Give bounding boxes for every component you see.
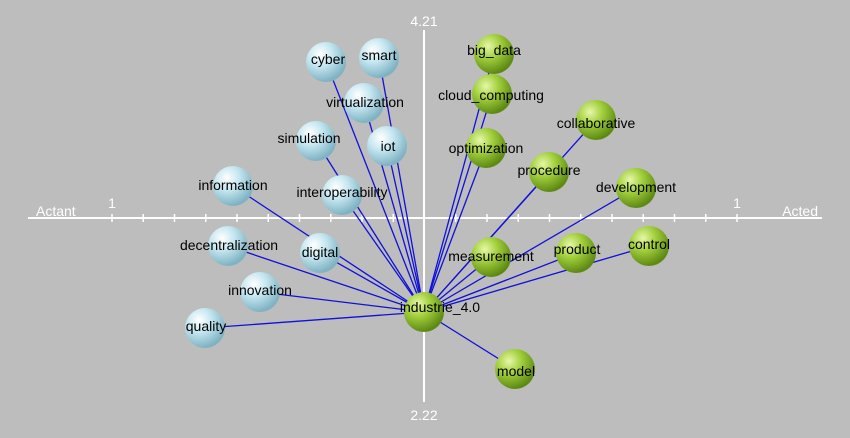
node-sphere <box>404 292 444 332</box>
node-label: optimization <box>449 140 524 156</box>
node-simulation[interactable]: simulation <box>277 121 341 161</box>
node-sphere <box>306 42 346 82</box>
node-sphere <box>629 226 669 266</box>
node-label: information <box>198 177 267 193</box>
link-optimization <box>423 147 487 313</box>
node-information[interactable]: information <box>198 166 268 206</box>
node-sphere <box>213 166 253 206</box>
axis-top-value: 4.21 <box>410 13 437 29</box>
node-label: iot <box>381 138 396 154</box>
node-sphere <box>300 233 340 273</box>
node-label: development <box>596 179 676 195</box>
node-sphere <box>471 237 511 277</box>
node-sphere <box>472 74 512 114</box>
node-cloud-computing[interactable]: cloud_computing <box>438 74 544 114</box>
node-label: cyber <box>311 51 346 67</box>
node-sphere <box>466 128 506 168</box>
node-sphere <box>495 349 535 389</box>
node-sphere <box>556 233 596 273</box>
link-control <box>423 245 650 313</box>
link-iot <box>386 145 425 313</box>
link-simulation <box>315 140 425 313</box>
node-label: cloud_computing <box>438 87 544 103</box>
node-label: industrie_4.0 <box>400 299 480 315</box>
node-label: quality <box>186 318 226 334</box>
axis-left-label: Actant <box>36 203 76 219</box>
node-label: model <box>497 363 535 379</box>
node-optimization[interactable]: optimization <box>449 128 524 168</box>
node-innovation[interactable]: innovation <box>228 272 292 312</box>
node-label: interoperability <box>296 184 387 200</box>
node-sphere <box>359 38 399 78</box>
node-big-data[interactable]: big_data <box>467 34 521 74</box>
node-label: product <box>554 241 601 257</box>
node-digital[interactable]: digital <box>300 233 340 273</box>
node-label: smart <box>362 47 397 63</box>
axis-right-tick-label: 1 <box>733 195 741 211</box>
axis-right-label: Acted <box>782 203 818 219</box>
node-decentralization[interactable]: decentralization <box>180 226 278 266</box>
link-smart <box>378 57 425 313</box>
link-decentralization <box>227 245 425 313</box>
axis-bottom-value: 2.22 <box>410 407 437 423</box>
node-model[interactable]: model <box>495 349 535 389</box>
node-iot[interactable]: iot <box>367 126 407 166</box>
link-development <box>423 187 637 313</box>
node-quality[interactable]: quality <box>185 308 226 348</box>
node-sphere <box>344 83 384 123</box>
node-label: decentralization <box>180 237 278 253</box>
nodes: cyber smart virtualization simulation iot inf… <box>180 34 676 389</box>
node-label: control <box>628 236 670 252</box>
link-interoperability <box>341 194 425 313</box>
node-sphere <box>240 272 280 312</box>
node-virtualization[interactable]: virtualization <box>326 83 404 123</box>
node-interoperability[interactable]: interoperability <box>296 175 388 215</box>
node-sphere <box>576 100 616 140</box>
node-sphere <box>208 226 248 266</box>
link-cyber <box>325 61 425 313</box>
node-label: procedure <box>517 162 580 178</box>
node-sphere <box>367 126 407 166</box>
node-procedure[interactable]: procedure <box>517 152 581 192</box>
node-product[interactable]: product <box>554 233 601 273</box>
node-sphere <box>616 168 656 208</box>
node-label: digital <box>302 244 339 260</box>
link-product <box>423 252 577 313</box>
node-label: simulation <box>277 130 340 146</box>
axes: 4.21 2.22 Actant Acted 1 1 <box>28 13 822 423</box>
node-label: virtualization <box>326 94 404 110</box>
node-sphere <box>474 34 514 74</box>
node-measurement[interactable]: measurement <box>448 237 534 277</box>
links <box>204 53 650 370</box>
node-smart[interactable]: smart <box>359 38 399 78</box>
node-label: innovation <box>228 282 292 298</box>
node-sphere <box>296 121 336 161</box>
node-industrie-4-0[interactable]: industrie_4.0 <box>400 292 480 332</box>
node-control[interactable]: control <box>628 226 670 266</box>
node-sphere <box>529 152 569 192</box>
axis-left-tick-label: 1 <box>108 195 116 211</box>
node-development[interactable]: development <box>596 168 676 208</box>
axis-ticks <box>111 214 738 222</box>
node-label: measurement <box>448 248 534 264</box>
link-innovation <box>259 291 425 313</box>
node-sphere <box>322 175 362 215</box>
node-cyber[interactable]: cyber <box>306 42 346 82</box>
node-label: collaborative <box>557 115 636 131</box>
node-label: big_data <box>467 42 521 58</box>
node-collaborative[interactable]: collaborative <box>557 100 636 140</box>
node-sphere <box>185 308 225 348</box>
link-quality <box>204 311 425 329</box>
link-cloud-computing <box>423 93 493 313</box>
